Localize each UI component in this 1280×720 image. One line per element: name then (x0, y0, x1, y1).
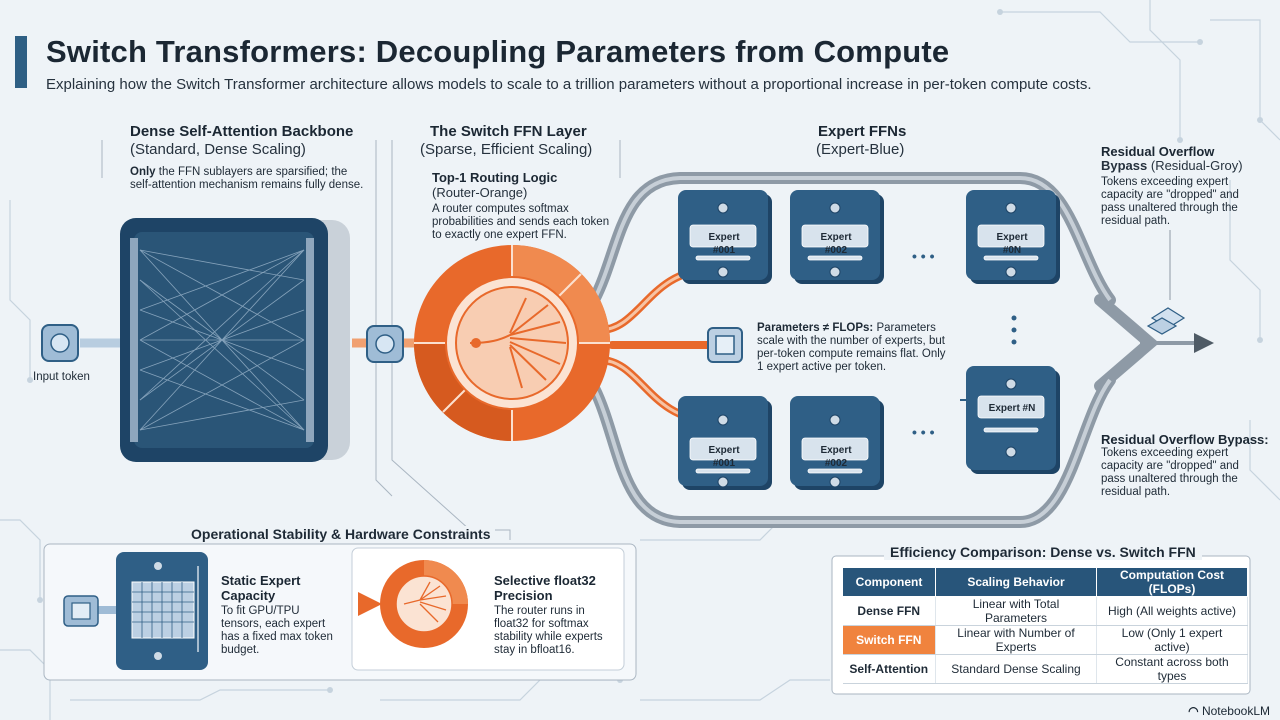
table-row: Dense FFN Linear with Total Parameters H… (842, 596, 1248, 626)
row-switch-scaling: Linear with Number of Experts (935, 625, 1097, 655)
stability-heading: Operational Stability & Hardware Constra… (187, 526, 495, 542)
router-wheel (414, 245, 610, 441)
dense-attention-block (120, 218, 350, 462)
expert-top-1: Expert #001 (708, 232, 740, 256)
row-attention-component: Self-Attention (842, 654, 936, 684)
params-flops-note: Parameters ≠ FLOPs: Parameters scale wit… (757, 322, 946, 373)
table-row: Switch FFN Linear with Number of Experts… (842, 625, 1248, 655)
dense-description: Only the FFN sublayers are sparsified; t… (130, 166, 364, 191)
logo-text: NotebookLM (1201, 704, 1270, 718)
row-dense-scaling: Linear with Total Parameters (935, 596, 1097, 626)
expert-top-2: Expert #002 (820, 232, 852, 256)
switch-heading: The Switch FFN Layer (430, 123, 587, 140)
col-header-component: Component (842, 567, 936, 597)
routing-description: A router computes softmax probabilities … (432, 203, 610, 241)
static-capacity-icon (63, 552, 208, 670)
overflow-top-heading: Residual Overflow (1101, 144, 1215, 159)
expert-top-n: Expert #0N (996, 232, 1028, 256)
overflow-top-description: Tokens exceeding expert capacity are "dr… (1101, 176, 1239, 227)
overflow-bottom-heading: Residual Overflow Bypass: (1101, 432, 1269, 447)
table-row: Self-Attention Standard Dense Scaling Co… (842, 654, 1248, 684)
routing-subheading: (Router-Orange) (432, 185, 528, 200)
row-dense-component: Dense FFN (842, 596, 936, 626)
expert-bottom-n: Expert #N (988, 403, 1036, 414)
table-header-row: Component Scaling Behavior Computation C… (842, 567, 1248, 597)
switch-subheading: (Sparse, Efficient Scaling) (420, 141, 593, 158)
page-subtitle: Explaining how the Switch Transformer ar… (46, 76, 1092, 93)
experts-heading: Expert FFNs (818, 123, 907, 140)
row-switch-cost: Low (Only 1 expert active) (1096, 625, 1248, 655)
precision-wheel-icon (358, 560, 468, 648)
comparison-table: Component Scaling Behavior Computation C… (842, 567, 1248, 684)
precision-description: The router runs in float32 for softmax s… (494, 605, 603, 656)
dropped-token-icon (1146, 230, 1186, 335)
row-attention-scaling: Standard Dense Scaling (935, 654, 1097, 684)
overflow-top-heading-line2: Bypass (Residual-Groy) (1101, 158, 1243, 173)
comparison-heading: Efficiency Comparison: Dense vs. Switch … (884, 544, 1202, 560)
expert-bottom-2: Expert #002 (820, 445, 852, 469)
capacity-heading: Static Expert Capacity (221, 573, 301, 603)
row-dense-cost: High (All weights active) (1096, 596, 1248, 626)
experts-subheading: (Expert-Blue) (816, 141, 905, 158)
page-title: Switch Transformers: Decoupling Paramete… (46, 34, 950, 69)
expert-bottom-1: Expert #001 (708, 445, 740, 469)
dense-heading: Dense Self-Attention Backbone (130, 123, 354, 140)
overflow-bottom-description: Tokens exceeding expert capacity are "dr… (1101, 447, 1239, 498)
col-header-scaling: Scaling Behavior (935, 567, 1097, 597)
dense-subheading: (Standard, Dense Scaling) (130, 141, 306, 158)
input-token-label: Input token (33, 371, 90, 383)
row-switch-component: Switch FFN (842, 625, 936, 655)
notebooklm-logo: ◠ NotebookLM (1188, 704, 1270, 718)
routing-heading: Top-1 Routing Logic (432, 170, 558, 185)
experts-ellipsis-top: • • • (912, 248, 935, 264)
experts-ellipsis-bottom: • • • (912, 424, 935, 440)
logo-icon: ◠ (1188, 704, 1199, 718)
comparison-table-wrap: Component Scaling Behavior Computation C… (842, 567, 1248, 684)
capacity-description: To fit GPU/TPU tensors, each expert has … (221, 605, 333, 656)
row-attention-cost: Constant across both types (1096, 654, 1248, 684)
precision-heading: Selective float32 Precision (494, 573, 596, 603)
col-header-cost: Computation Cost (FLOPs) (1096, 567, 1248, 597)
